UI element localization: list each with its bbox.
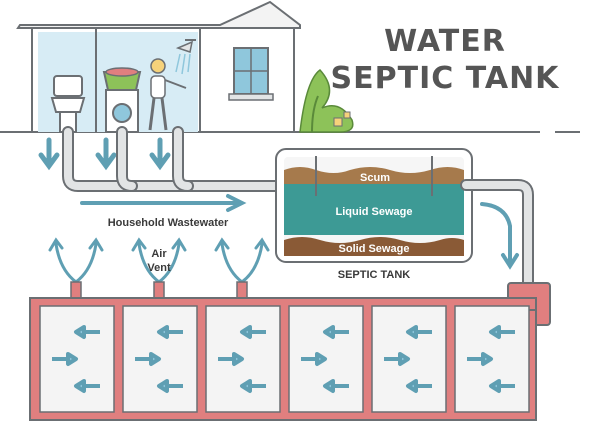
outlet-pipe <box>460 179 534 289</box>
arrow-right-icon <box>52 352 78 366</box>
tank-liquid-layer <box>284 181 464 235</box>
solid-sewage-label: Solid Sewage <box>339 243 410 255</box>
house <box>16 0 301 133</box>
arrow-right-icon <box>384 352 410 366</box>
house-roof <box>16 0 301 29</box>
person-showering-icon <box>148 58 187 131</box>
washing-machine-icon <box>102 67 142 133</box>
arrow-left-icon <box>323 325 349 339</box>
arrow-left-icon <box>157 325 183 339</box>
vent-arrow-icon <box>131 237 187 284</box>
arrow-left-icon <box>489 379 515 393</box>
arrow-right-icon <box>467 352 493 366</box>
tank-solid-layer <box>284 237 464 256</box>
household-flow-arrow <box>80 194 247 212</box>
scum-label: Scum <box>360 172 390 184</box>
arrow-left-icon <box>323 379 349 393</box>
air-vent-label-line1: Air <box>151 248 167 260</box>
arrow-left-icon <box>406 379 432 393</box>
shower-head-icon <box>175 39 196 75</box>
air-vent-label-line2: Vent <box>147 262 171 274</box>
household-wastewater-label: Household Wastewater <box>108 217 229 229</box>
plant-icon <box>299 68 354 133</box>
down-arrow-icon <box>149 137 171 171</box>
arrow-left-icon <box>240 325 266 339</box>
arrow-left-icon <box>240 379 266 393</box>
downflow-arrows <box>38 137 171 171</box>
arrow-right-icon <box>135 352 161 366</box>
down-arrow-icon <box>95 137 117 171</box>
title-line-2: SEPTIC TANK <box>331 61 561 96</box>
arrow-right-icon <box>218 352 244 366</box>
title-line-1: WATER <box>384 24 506 59</box>
arrow-left-icon <box>74 379 100 393</box>
septic-tank-label: SEPTIC TANK <box>338 269 411 281</box>
arrow-right-icon <box>301 352 327 366</box>
vent-arrow-icon <box>48 237 104 284</box>
down-arrow-icon <box>38 137 60 171</box>
arrow-left-icon <box>74 325 100 339</box>
arrow-left-icon <box>157 379 183 393</box>
tank-scum-layer <box>284 167 464 184</box>
outlet-flow-arrow <box>480 202 519 270</box>
liquid-sewage-label: Liquid Sewage <box>335 206 412 218</box>
arrow-left-icon <box>489 325 515 339</box>
window-sill <box>228 93 274 101</box>
air-vents <box>48 237 270 284</box>
drain-field <box>29 297 537 421</box>
household-pipes <box>62 126 286 192</box>
arrow-left-icon <box>406 325 432 339</box>
vent-arrow-icon <box>214 237 270 284</box>
septic-tank: Scum Liquid Sewage Solid Sewage <box>275 148 473 263</box>
